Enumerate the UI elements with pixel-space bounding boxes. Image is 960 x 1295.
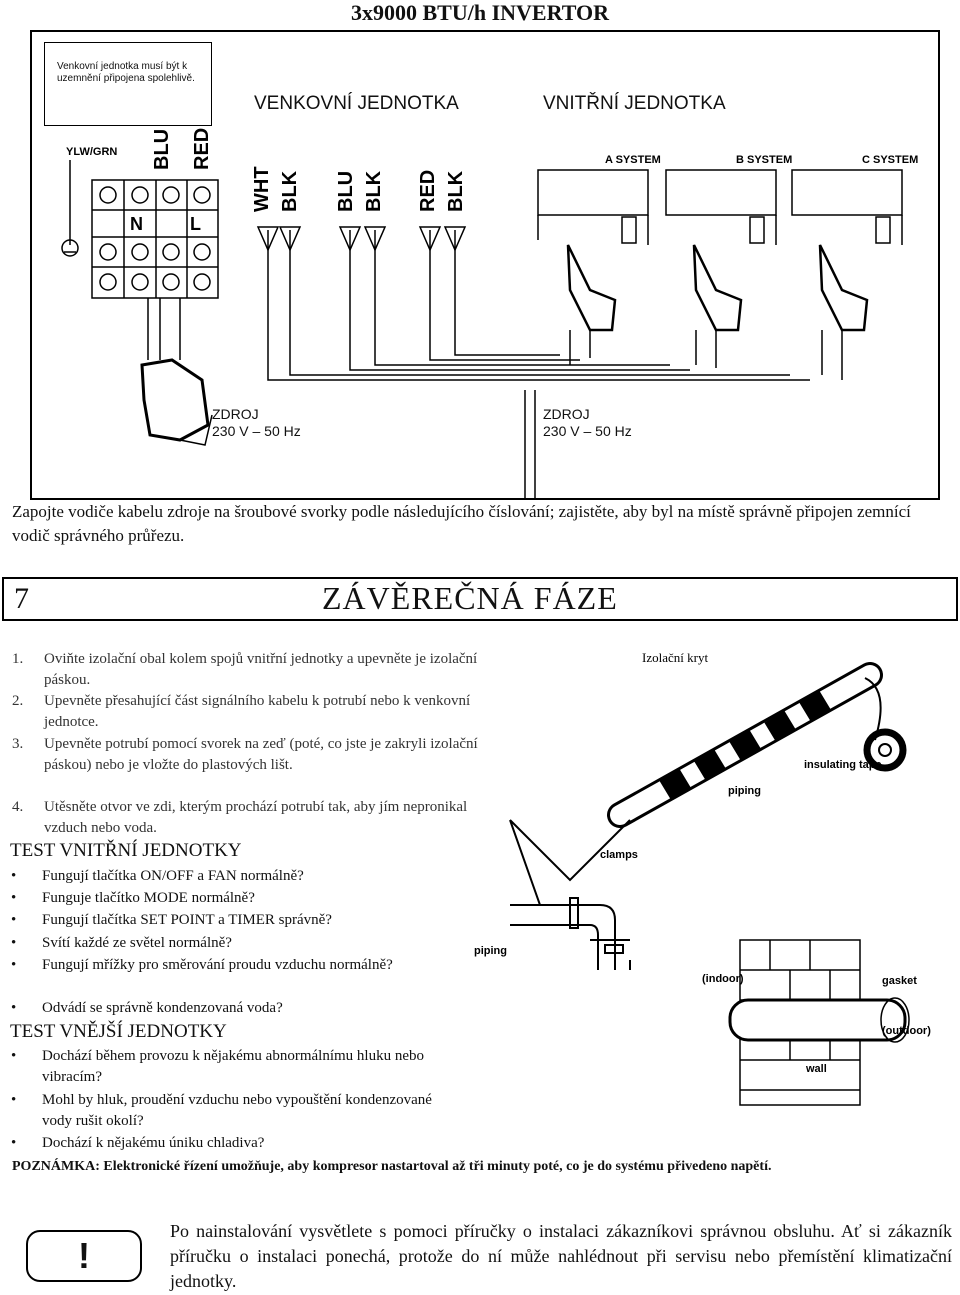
outdoor-test-text: Mohl by hluk, proudění vzduchu nebo vypo… bbox=[42, 1092, 432, 1129]
label-outdoor: (outdoor) bbox=[882, 1025, 931, 1037]
wiring-diagram-frame bbox=[30, 30, 940, 500]
step-item: 2. Upevněte přesahující část signálního … bbox=[12, 691, 494, 733]
warning-text: Po nainstalování vysvětlete s pomoci pří… bbox=[170, 1221, 952, 1291]
wiring-diagram: YLW/GRN A SYSTEM B SYSTEM C SYSTEM BLU R… bbox=[61, 128, 918, 500]
installation-figures: Izolační kryt insulating tape piping cla… bbox=[474, 650, 931, 1106]
bullet-icon: • bbox=[11, 868, 17, 884]
power-supply-left: ZDROJ 230 V – 50 Hz bbox=[212, 406, 301, 440]
label-n-terminal: N bbox=[130, 214, 143, 234]
clamps-illustration bbox=[509, 819, 631, 970]
label-blu-terminal: BLU bbox=[151, 129, 173, 170]
outdoor-test-text: Dochází k nějakému úniku chladiva? bbox=[42, 1135, 265, 1151]
wire-label-blk-1: BLK bbox=[279, 170, 301, 212]
label-b-system: B SYSTEM bbox=[736, 154, 792, 166]
label-insulating-tape: insulating tape bbox=[804, 759, 882, 771]
page-title: 3x9000 BTU/h INVERTOR bbox=[351, 0, 609, 25]
bullet-icon: • bbox=[11, 1135, 17, 1151]
label-piping-top: piping bbox=[728, 785, 761, 797]
step-item: 1. Oviňte izolační obal kolem spojů vnit… bbox=[12, 649, 494, 691]
indoor-test-text: Odvádí se správně kondenzovaná voda? bbox=[42, 1000, 283, 1016]
power-right-line2: 230 V – 50 Hz bbox=[543, 423, 632, 439]
label-clamps: clamps bbox=[600, 849, 638, 861]
label-ylw-grn: YLW/GRN bbox=[66, 146, 117, 158]
section-title: ZÁVĚREČNÁ FÁZE bbox=[322, 580, 618, 616]
indoor-test-heading: TEST VNITŘNÍ JEDNOTKY bbox=[10, 840, 242, 861]
wire-label-blk-3: BLK bbox=[445, 170, 467, 212]
bullet-icon: • bbox=[11, 957, 17, 973]
wire-label-blu: BLU bbox=[335, 171, 357, 212]
wire-label-red: RED bbox=[417, 170, 439, 212]
step-number: 1. bbox=[12, 651, 24, 667]
indoor-test-item: • Odvádí se správně kondenzovaná voda? bbox=[11, 998, 472, 1019]
step-text: Upevněte přesahující část signálního kab… bbox=[44, 693, 471, 730]
label-gasket: gasket bbox=[882, 975, 917, 987]
bullet-icon: • bbox=[11, 1000, 17, 1016]
label-red-terminal: RED bbox=[191, 128, 213, 170]
outdoor-test-item: • Dochází během provozu k nějakému abnorm… bbox=[11, 1046, 442, 1088]
bullet-icon: • bbox=[11, 1048, 17, 1064]
step-number: 4. bbox=[12, 799, 24, 815]
warning-icon: ! bbox=[26, 1230, 142, 1282]
label-a-system: A SYSTEM bbox=[605, 154, 661, 166]
outdoor-unit-label: VENKOVNÍ JEDNOTKA bbox=[254, 93, 459, 114]
indoor-test-item: • Funguje tlačítko MODE normálně? bbox=[11, 888, 472, 909]
step-text: Upevněte potrubí pomocí svorek na zeď (p… bbox=[44, 736, 478, 773]
step-number: 3. bbox=[12, 736, 24, 752]
indoor-test-item: • Fungují mřížky pro směrování proudu vzd… bbox=[11, 955, 422, 976]
indoor-test-text: Fungují tlačítka SET POINT a TIMER správ… bbox=[42, 912, 332, 928]
outdoor-test-item: • Dochází k nějakému úniku chladiva? bbox=[11, 1133, 472, 1154]
label-c-system: C SYSTEM bbox=[862, 154, 918, 166]
indoor-test-text: Funguje tlačítko MODE normálně? bbox=[42, 890, 255, 906]
section-header-box bbox=[2, 577, 958, 621]
indoor-test-item: • Fungují tlačítka SET POINT a TIMER sprá… bbox=[11, 910, 472, 931]
bullet-icon: • bbox=[11, 1092, 17, 1108]
note-paragraph: POZNÁMKA: Elektronické řízení umožňuje, … bbox=[12, 1159, 772, 1174]
step-item: 4. Utěsněte otvor ve zdi, kterým procház… bbox=[12, 797, 494, 839]
step-item: 3. Upevněte potrubí pomocí svorek na zeď… bbox=[12, 734, 494, 776]
indoor-unit-label: VNITŘNÍ JEDNOTKA bbox=[543, 93, 726, 114]
wire-label-wht: WHT bbox=[251, 166, 273, 212]
label-wall: wall bbox=[805, 1063, 827, 1075]
bullet-icon: • bbox=[11, 912, 17, 928]
bullet-icon: • bbox=[11, 890, 17, 906]
outdoor-test-heading: TEST VNĚJŠÍ JEDNOTKY bbox=[10, 1021, 227, 1042]
earthing-note: Venkovní jednotka musí být k uzemnění př… bbox=[44, 42, 212, 126]
wire-label-blk-2: BLK bbox=[363, 170, 385, 212]
outdoor-test-item: • Mohl by hluk, proudění vzduchu nebo vyp… bbox=[11, 1090, 442, 1132]
power-left-line2: 230 V – 50 Hz bbox=[212, 423, 301, 439]
indoor-test-item: • Svítí každé ze světel normálně? bbox=[11, 933, 472, 954]
step-number: 2. bbox=[12, 693, 24, 709]
step-text: Oviňte izolační obal kolem spojů vnitřní… bbox=[44, 651, 478, 688]
section-number: 7 bbox=[14, 582, 29, 615]
outdoor-test-text: Dochází během provozu k nějakému abnormá… bbox=[42, 1048, 424, 1085]
intro-paragraph: Zapojte vodiče kabelu zdroje na šroubové… bbox=[12, 502, 911, 545]
label-piping-left: piping bbox=[474, 945, 507, 957]
indoor-test-text: Fungují tlačítka ON/OFF a FAN normálně? bbox=[42, 868, 304, 884]
power-supply-right: ZDROJ 230 V – 50 Hz bbox=[543, 406, 632, 440]
insulated-pipe-illustration bbox=[607, 662, 907, 828]
power-left-line1: ZDROJ bbox=[212, 406, 259, 422]
bullet-icon: • bbox=[11, 935, 17, 951]
power-right-line1: ZDROJ bbox=[543, 406, 590, 422]
indoor-test-text: Svítí každé ze světel normálně? bbox=[42, 935, 232, 951]
wall-illustration bbox=[728, 939, 910, 1106]
indoor-test-text: Fungují mřížky pro směrování proudu vzdu… bbox=[42, 957, 393, 973]
label-insulation-cover: Izolační kryt bbox=[642, 650, 708, 665]
label-l-terminal: L bbox=[190, 214, 201, 234]
step-text: Utěsněte otvor ve zdi, kterým prochází p… bbox=[44, 799, 468, 836]
label-indoor: (indoor) bbox=[702, 973, 744, 985]
indoor-test-item: • Fungují tlačítka ON/OFF a FAN normálně? bbox=[11, 866, 472, 887]
